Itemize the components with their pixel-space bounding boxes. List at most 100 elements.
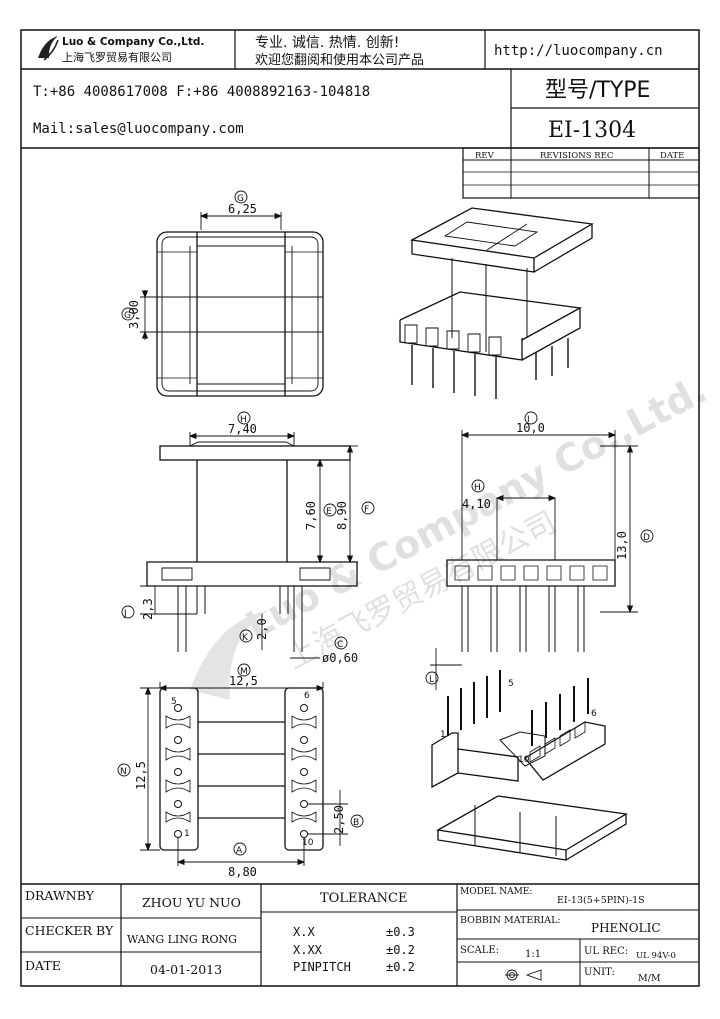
dim-b-label: B <box>350 814 364 828</box>
title-block <box>21 883 699 986</box>
tol-name-1: X.XX <box>293 943 323 957</box>
ul-label: UL REC: <box>584 946 628 957</box>
header-block: Luo & Company Co.,Ltd. 上海飞罗贸易有限公司 专业. 诚信… <box>21 30 699 149</box>
pin-label-6: 6 <box>304 691 310 701</box>
dim-c-label: C <box>334 636 348 650</box>
date-label: DATE <box>25 958 61 973</box>
dim-f-label: F <box>361 501 375 515</box>
dim-a-value: 8,80 <box>228 865 257 879</box>
drawing-area: 6,25 G 3,00 G <box>117 190 654 879</box>
iso-pin-label-5: 5 <box>508 679 514 689</box>
svg-text:D: D <box>643 533 650 543</box>
dim-i-label: I <box>524 411 538 425</box>
model-name-value: EI-13(5+5PIN)-1S <box>557 895 645 906</box>
mail: Mail:sales@luocompany.com <box>33 121 244 137</box>
svg-text:A: A <box>236 846 243 856</box>
website: http://luocompany.cn <box>494 43 663 59</box>
model-name-label: MODEL NAME: <box>460 887 532 897</box>
svg-text:C: C <box>337 640 343 650</box>
svg-text:L: L <box>429 675 434 685</box>
unit-value: M/M <box>638 973 661 984</box>
pin-label-5: 5 <box>171 697 177 707</box>
iso-view-bottom <box>431 670 628 861</box>
dim-j-value: 2,3 <box>141 598 155 620</box>
watermark: Luo & Company Co.,Ltd. 上海飞罗贸易有限公司 <box>190 367 714 700</box>
dim-c-value: ø0,60 <box>322 651 358 665</box>
dim-h-top <box>188 432 296 446</box>
type-value: EI-1304 <box>548 118 636 143</box>
dim-h-value: 7,40 <box>228 422 257 436</box>
svg-text:G: G <box>237 194 244 204</box>
dim-h2 <box>495 494 557 502</box>
phone-fax: T:+86 4008617008 F:+86 4008892163-104818 <box>33 84 370 100</box>
dim-j <box>140 585 197 615</box>
iso-pin-label-6: 6 <box>591 709 597 719</box>
dim-h2-value: 4,10 <box>462 497 491 511</box>
dim-m-label: M <box>237 663 251 677</box>
dim-d-label: D <box>640 529 654 543</box>
type-label: 型号/TYPE <box>545 78 650 103</box>
bottom-view <box>159 687 324 851</box>
rev-col-header: REV <box>475 151 495 161</box>
svg-text:I: I <box>527 415 530 425</box>
welcome-text: 欢迎您翻阅和使用本公司产品 <box>255 52 424 68</box>
dim-j-label: J <box>121 605 135 619</box>
side-view <box>446 498 616 652</box>
dim-a <box>176 838 306 866</box>
bobbin-material-value: PHENOLIC <box>591 921 661 935</box>
dim-n-value: 12,5 <box>134 761 148 790</box>
dim-m <box>158 682 325 692</box>
dim-i-value: 10,0 <box>516 421 545 435</box>
company-name-cn: 上海飞罗贸易有限公司 <box>62 50 172 64</box>
dim-d-value: 13,0 <box>615 531 629 560</box>
bobbin-material-label: BOBBIN MATERIAL: <box>460 915 561 926</box>
iso-pin-label-10: 10 <box>518 755 530 765</box>
dim-h-label: H <box>237 411 251 425</box>
sheet-border <box>20 29 700 987</box>
date-col-header: DATE <box>660 151 684 161</box>
dim-g-vertical <box>140 290 157 340</box>
tol-value-1: ±0.2 <box>386 943 415 957</box>
dim-i <box>460 430 617 560</box>
dim-g-value: 6,25 <box>228 202 257 216</box>
title-block-text: DRAWNBY ZHOU YU NUO CHECKER BY WANG LING… <box>25 887 676 984</box>
date-value: 04-01-2013 <box>150 962 222 977</box>
dim-g-horizontal <box>199 212 283 230</box>
dim-d <box>600 444 638 614</box>
iso-pin-label-1: 1 <box>440 730 446 740</box>
scale-value: 1:1 <box>525 949 541 960</box>
slogan: 专业. 诚信. 热情. 创新! <box>255 35 399 51</box>
revisions-table: REV REVISIONS REC DATE <box>462 147 700 199</box>
dim-n <box>140 686 160 852</box>
top-view <box>156 231 324 397</box>
pin-label-1: 1 <box>184 829 190 839</box>
tol-name-0: X.X <box>293 925 315 939</box>
tol-value-2: ±0.2 <box>386 960 415 974</box>
svg-text:K: K <box>242 633 249 643</box>
tol-name-2: PINPITCH <box>293 960 351 974</box>
dim-a-label: A <box>233 842 247 856</box>
dim-k-value: 2,0 <box>255 618 269 640</box>
company-logo-icon <box>38 36 59 61</box>
svg-text:H: H <box>240 415 247 425</box>
dim-n-label: N <box>117 763 131 777</box>
svg-text:H: H <box>474 483 481 493</box>
dim-e-value: 7,60 <box>304 501 318 530</box>
ul-value: UL 94V-0 <box>636 951 676 961</box>
dim-k-label: K <box>239 629 253 643</box>
dim-h2-label: H <box>471 479 485 493</box>
dim-f-value: 8,90 <box>335 501 349 530</box>
tolerance-label: TOLERANCE <box>320 891 407 906</box>
checker-label: CHECKER BY <box>25 923 114 938</box>
dim-b <box>308 790 348 846</box>
dim-e-label: E <box>323 503 337 517</box>
company-name: Luo & Company Co.,Ltd. <box>62 36 204 48</box>
projection-symbol-icon <box>505 969 542 981</box>
checker-value: WANG LING RONG <box>127 933 237 946</box>
dim-g-label: G <box>234 190 248 204</box>
svg-text:N: N <box>120 767 127 777</box>
scale-label: SCALE: <box>460 945 499 956</box>
bottom-pins-right <box>291 704 317 838</box>
unit-label: UNIT: <box>584 967 615 978</box>
